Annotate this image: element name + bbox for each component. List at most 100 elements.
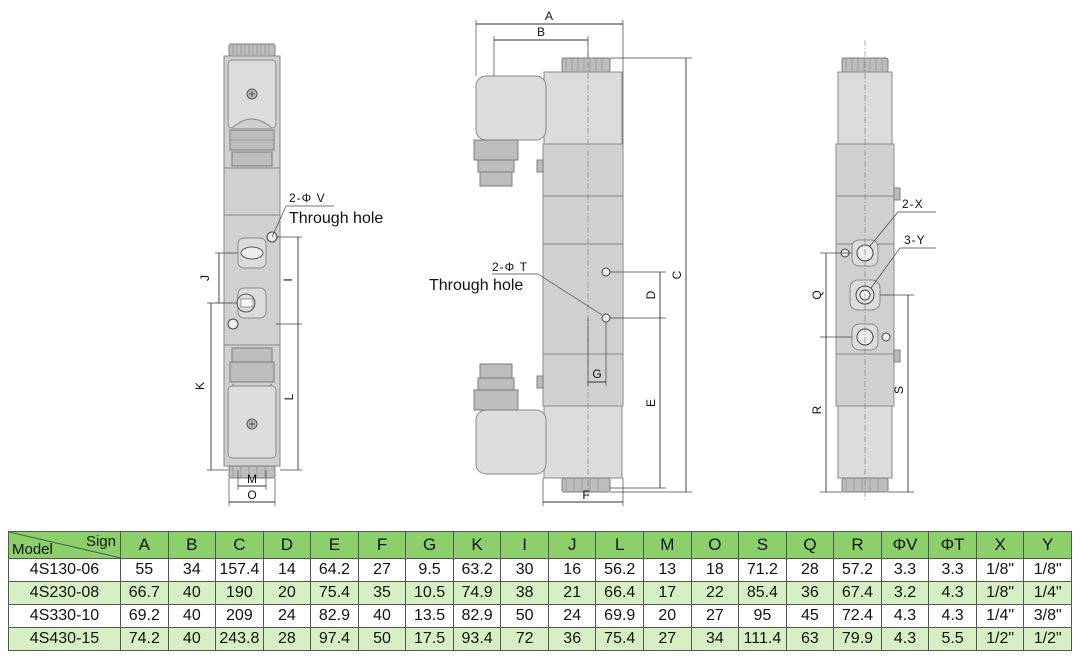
value-cell: 1/4" xyxy=(1023,581,1072,605)
value-cell: 18 xyxy=(690,558,740,582)
value-cell: 24 xyxy=(262,604,312,628)
value-cell: 13.5 xyxy=(405,604,454,628)
dim-label-C: C xyxy=(670,270,684,279)
corner-sign-label: Sign xyxy=(85,533,116,550)
dim-label-E: E xyxy=(644,399,658,407)
value-cell: 1/2" xyxy=(975,627,1025,651)
value-cell: 30 xyxy=(500,558,549,582)
value-cell: 63.2 xyxy=(452,558,502,582)
value-cell: 79.9 xyxy=(833,627,882,651)
value-cell: 97.4 xyxy=(310,627,359,651)
side-bottom-connector xyxy=(475,409,547,475)
dim-label-O: O xyxy=(247,488,256,502)
col-header: G xyxy=(405,531,454,559)
value-cell: 4.3 xyxy=(928,604,977,628)
value-cell: 27 xyxy=(643,627,692,651)
value-cell: 67.4 xyxy=(833,581,882,605)
value-cell: 40 xyxy=(357,604,407,628)
value-cell: 75.4 xyxy=(595,627,645,651)
value-cell: 40 xyxy=(167,581,217,605)
value-cell: 57.2 xyxy=(833,558,882,582)
value-cell: 190 xyxy=(215,581,264,605)
dim-label-A: A xyxy=(545,9,553,23)
value-cell: 20 xyxy=(262,581,312,605)
value-cell: 82.9 xyxy=(310,604,359,628)
side-top-solenoid xyxy=(543,71,623,145)
value-cell: 74.9 xyxy=(452,581,502,605)
side-top-cap xyxy=(561,57,611,73)
value-cell: 157.4 xyxy=(215,558,264,582)
value-cell: 40 xyxy=(167,604,217,628)
front-hole-code: 2-Φ V xyxy=(289,191,326,205)
value-cell: 22 xyxy=(690,581,740,605)
value-cell: 3.2 xyxy=(880,581,930,605)
col-header: ΦT xyxy=(928,531,977,559)
dim-label-R: R xyxy=(810,405,824,414)
model-cell: 4S430-15 xyxy=(8,627,121,651)
side-through-hole-lower xyxy=(601,313,611,323)
value-cell: 21 xyxy=(547,581,597,605)
value-cell: 74.2 xyxy=(120,627,169,651)
side-valve-body xyxy=(542,143,624,407)
side-bottom-solenoid xyxy=(543,405,623,479)
value-cell: 66.7 xyxy=(120,581,169,605)
front-through-hole-lower xyxy=(227,318,239,330)
value-cell: 20 xyxy=(643,604,692,628)
value-cell: 1/8" xyxy=(975,581,1025,605)
value-cell: 55 xyxy=(120,558,169,582)
value-cell: 17 xyxy=(643,581,692,605)
col-header: Y xyxy=(1023,531,1072,559)
value-cell: 66.4 xyxy=(595,581,645,605)
col-header: E xyxy=(310,531,359,559)
value-cell: 36 xyxy=(785,581,835,605)
value-cell: 4.3 xyxy=(928,581,977,605)
value-cell: 72.4 xyxy=(833,604,882,628)
front-bottom-cap xyxy=(228,465,276,479)
value-cell: 34 xyxy=(690,627,740,651)
value-cell: 69.9 xyxy=(595,604,645,628)
value-cell: 3.3 xyxy=(928,558,977,582)
value-cell: 4.3 xyxy=(880,627,930,651)
value-cell: 72 xyxy=(500,627,549,651)
col-header: M xyxy=(643,531,692,559)
value-cell: 40 xyxy=(167,627,217,651)
col-header: S xyxy=(738,531,787,559)
technical-drawings: J K I L M O 2-Φ V Through hole xyxy=(193,9,936,506)
value-cell: 17.5 xyxy=(405,627,454,651)
value-cell: 64.2 xyxy=(310,558,359,582)
model-cell: 4S330-10 xyxy=(8,604,121,628)
dim-label-D: D xyxy=(644,290,658,299)
col-header: ΦV xyxy=(880,531,930,559)
value-cell: 28 xyxy=(785,558,835,582)
end-note-x: 2-X xyxy=(902,197,924,211)
value-cell: 3.3 xyxy=(880,558,930,582)
col-header: J xyxy=(547,531,597,559)
dim-label-F: F xyxy=(582,488,589,502)
dim-label-I: I xyxy=(281,278,295,281)
value-cell: 9.5 xyxy=(405,558,454,582)
value-cell: 71.2 xyxy=(738,558,787,582)
value-cell: 1/8" xyxy=(975,558,1025,582)
dim-label-K: K xyxy=(193,382,207,390)
value-cell: 5.5 xyxy=(928,627,977,651)
col-header: R xyxy=(833,531,882,559)
value-cell: 85.4 xyxy=(738,581,787,605)
value-cell: 75.4 xyxy=(310,581,359,605)
value-cell: 56.2 xyxy=(595,558,645,582)
value-cell: 1/8" xyxy=(1023,558,1072,582)
value-cell: 1/2" xyxy=(1023,627,1072,651)
model-cell: 4S230-08 xyxy=(8,581,121,605)
value-cell: 34 xyxy=(167,558,217,582)
front-top-cap xyxy=(228,43,276,57)
value-cell: 50 xyxy=(500,604,549,628)
col-header: L xyxy=(595,531,645,559)
value-cell: 28 xyxy=(262,627,312,651)
side-hole-note: Through hole xyxy=(429,277,523,294)
end-view: Q R S 2-X 3-Y xyxy=(810,40,936,500)
col-header: F xyxy=(357,531,407,559)
end-note-y: 3-Y xyxy=(904,233,926,247)
value-cell: 24 xyxy=(547,604,597,628)
